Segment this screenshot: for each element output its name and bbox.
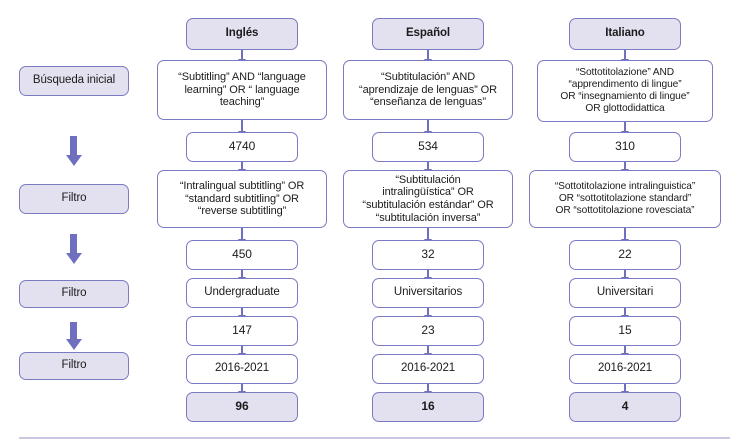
count-box-ingles-initial: 4740 (186, 132, 298, 162)
stage-label-busqueda-inicial: Búsqueda inicial (19, 66, 129, 96)
count-box-espanol-initial: 534 (372, 132, 484, 162)
connector-c1-query-to-count (241, 120, 243, 132)
connector-c1-count2-to-level (241, 270, 243, 278)
connector-c3-query-to-count (624, 122, 626, 132)
year-box-italiano: 2016-2021 (569, 354, 681, 384)
connector-c3-count2-to-level (624, 270, 626, 278)
count-box-ingles-after-filter: 450 (186, 240, 298, 270)
connector-c1-filter-to-count2 (241, 228, 243, 240)
connector-c2-query-to-count (427, 120, 429, 132)
stage-label-filtro-3: Filtro (19, 352, 129, 380)
connector-c2-count-to-filter (427, 162, 429, 170)
connector-c3-filter-to-count2 (624, 228, 626, 240)
query-box-italiano-filter: “Sottotitolazione intralinguistica” OR “… (529, 170, 721, 228)
connector-c1-count3-to-years (241, 346, 243, 354)
final-count-box-italiano: 4 (569, 392, 681, 422)
stage-arrow-3 (70, 322, 77, 340)
stage-label-filtro-2: Filtro (19, 280, 129, 308)
final-count-box-espanol: 16 (372, 392, 484, 422)
connector-c2-count2-to-level (427, 270, 429, 278)
connector-c1-count-to-filter (241, 162, 243, 170)
level-box-italiano: Universitari (569, 278, 681, 308)
connector-c2-header-to-query (427, 50, 429, 60)
year-box-espanol: 2016-2021 (372, 354, 484, 384)
connector-c3-count-to-filter (624, 162, 626, 170)
connector-c3-header-to-query (624, 50, 626, 60)
connector-c3-count3-to-years (624, 346, 626, 354)
connector-c3-level-to-count3 (624, 308, 626, 316)
count-box-ingles-after-level: 147 (186, 316, 298, 346)
level-box-espanol: Universitarios (372, 278, 484, 308)
column-header-italiano: Italiano (569, 18, 681, 50)
connector-c2-count3-to-years (427, 346, 429, 354)
connector-c2-filter-to-count2 (427, 228, 429, 240)
column-header-espanol: Español (372, 18, 484, 50)
count-box-espanol-after-level: 23 (372, 316, 484, 346)
bottom-divider (19, 437, 730, 439)
connector-c2-years-to-final (427, 384, 429, 392)
query-box-ingles-filter: “Intralingual subtitling” OR “standard s… (157, 170, 327, 228)
stage-arrow-2 (70, 234, 77, 254)
final-count-box-ingles: 96 (186, 392, 298, 422)
connector-c1-years-to-final (241, 384, 243, 392)
count-box-italiano-after-filter: 22 (569, 240, 681, 270)
count-box-italiano-after-level: 15 (569, 316, 681, 346)
query-box-ingles-initial: “Subtitling” AND “language learning” OR … (157, 60, 327, 120)
year-box-ingles: 2016-2021 (186, 354, 298, 384)
count-box-espanol-after-filter: 32 (372, 240, 484, 270)
connector-c1-header-to-query (241, 50, 243, 60)
level-box-ingles: Undergraduate (186, 278, 298, 308)
column-header-ingles: Inglés (186, 18, 298, 50)
connector-c3-years-to-final (624, 384, 626, 392)
query-box-espanol-filter: “Subtitulación intralingüística” OR “sub… (343, 170, 513, 228)
query-box-espanol-initial: “Subtitulación” AND “aprendizaje de leng… (343, 60, 513, 120)
count-box-italiano-initial: 310 (569, 132, 681, 162)
stage-arrow-1 (70, 136, 77, 156)
stage-label-filtro-1: Filtro (19, 184, 129, 214)
query-box-italiano-initial: “Sottotitolazione” AND “apprendimento di… (537, 60, 713, 122)
connector-c2-level-to-count3 (427, 308, 429, 316)
connector-c1-level-to-count3 (241, 308, 243, 316)
